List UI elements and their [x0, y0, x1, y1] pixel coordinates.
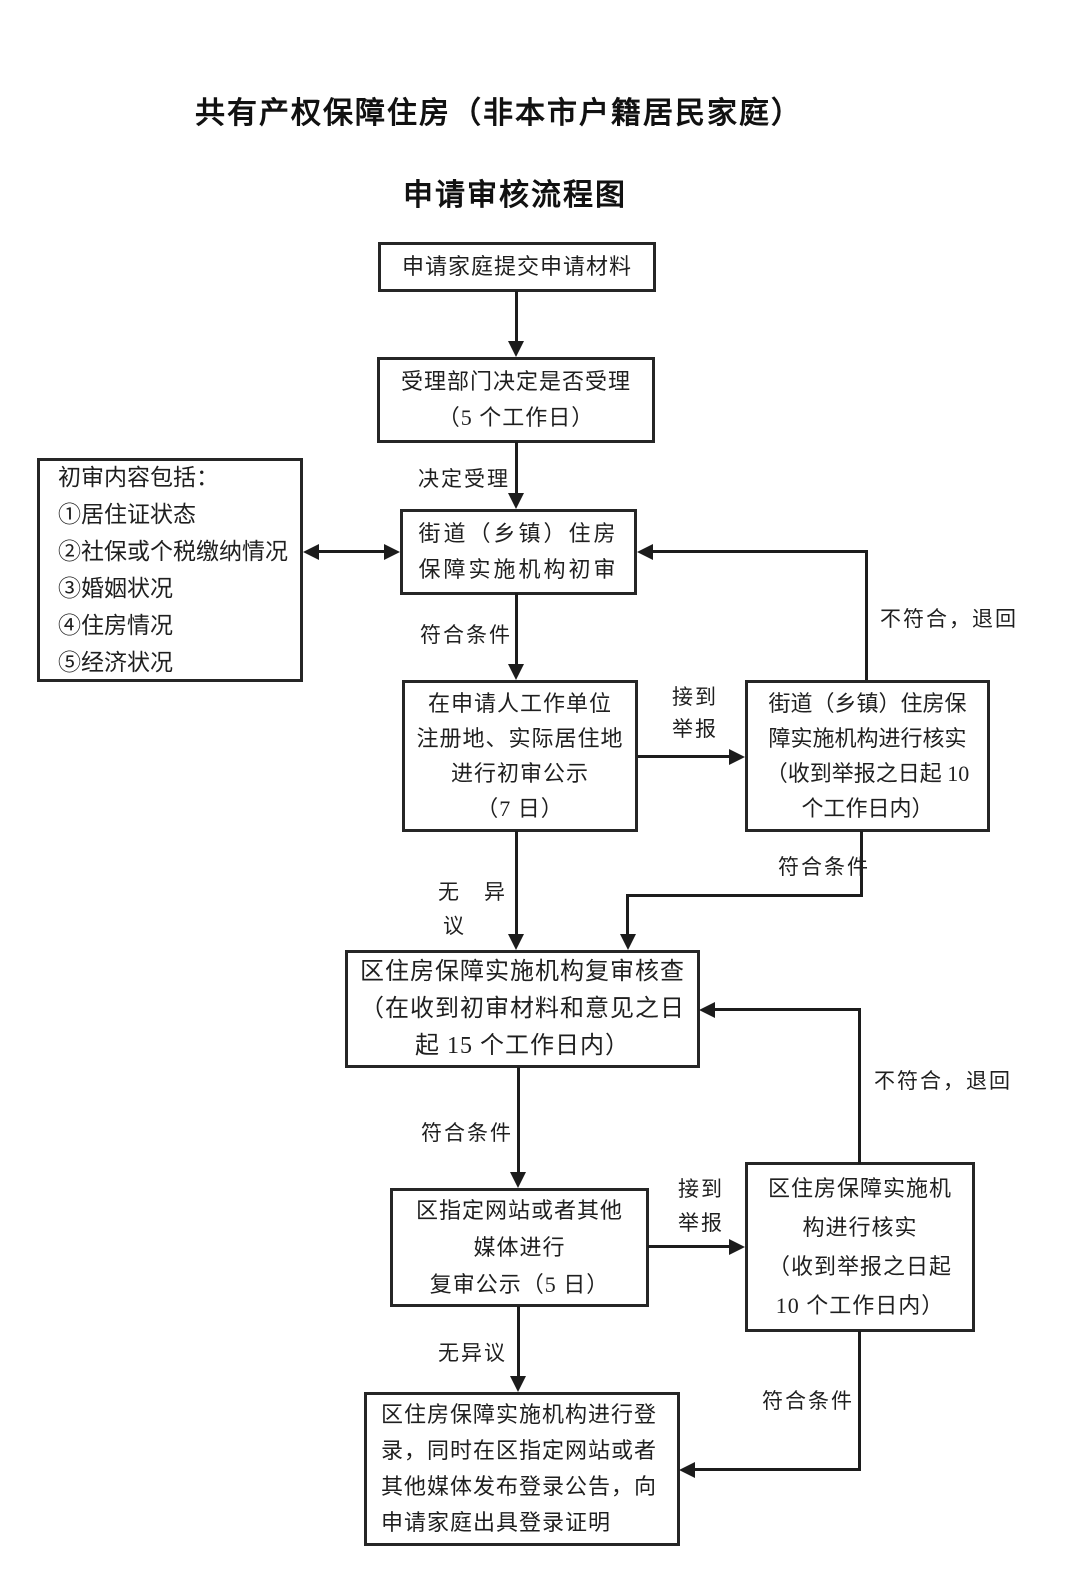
node-text-line: 其他媒体发布登录公告，向 — [381, 1474, 658, 1499]
edge-label-meet-criteria-2: 符合条件 — [778, 855, 870, 879]
connector-publicity2-to-verify2 — [648, 1245, 730, 1248]
connector-verify2-horizontal — [695, 1468, 861, 1471]
node-text-line: ⑤经济状况 — [58, 650, 173, 675]
node-text-line: 障实施机构进行核实 — [768, 726, 967, 751]
connector-return1-vertical — [865, 550, 868, 680]
arrowhead-down-icon — [510, 1172, 526, 1188]
node-text-line: 区住房保障实施机构进行登 — [381, 1402, 658, 1427]
connector-verify1-down — [860, 831, 863, 897]
connector-district-to-publicity2 — [517, 1067, 520, 1174]
arrowhead-down-icon — [508, 934, 524, 950]
edge-label-receive-report-1a: 接到 — [672, 685, 718, 709]
node-submit-application: 申请家庭提交申请材料 — [378, 242, 656, 292]
node-registration: 区住房保障实施机构进行登 录，同时在区指定网站或者 其他媒体发布登录公告，向 申… — [364, 1392, 680, 1546]
connector-return2-vertical — [858, 1008, 861, 1164]
node-text-line: 区住房保障实施机构复审核查 — [360, 958, 685, 985]
arrowhead-right-icon — [729, 749, 745, 765]
node-initial-publicity: 在申请人工作单位 注册地、实际居住地 进行初审公示 （7 日） — [402, 680, 638, 832]
edge-label-receive-report-2a: 接到 — [678, 1177, 724, 1201]
arrowhead-left-icon — [303, 544, 319, 560]
node-text-line: 媒体进行 — [473, 1235, 566, 1260]
node-text-line: ④住房情况 — [58, 613, 173, 638]
node-text-line: 个工作日内） — [801, 796, 934, 821]
node-district-review: 区住房保障实施机构复审核查 （在收到初审材料和意见之日 起 15 个工作日内） — [345, 950, 700, 1068]
connector-submit-to-acceptance — [515, 291, 518, 343]
connector-verify2-down — [858, 1331, 861, 1471]
node-text-line: 街道（乡镇）住房 — [418, 521, 619, 546]
node-text-line: 街道（乡镇）住房保 — [768, 691, 967, 716]
connector-street-to-publicity — [515, 593, 518, 666]
node-district-verify: 区住房保障实施机 构进行核实 （收到举报之日起 10 个工作日内） — [745, 1162, 975, 1332]
edge-label-receive-report-1b: 举报 — [672, 717, 718, 741]
node-text-line: 在申请人工作单位 — [427, 691, 612, 716]
node-text-line: 进行初审公示 — [450, 761, 589, 786]
node-text-line: 起 15 个工作日内） — [415, 1032, 630, 1059]
node-text-line: （在收到初审材料和意见之日 — [360, 995, 685, 1022]
arrowhead-down-icon — [620, 934, 636, 950]
node-street-initial-review: 街道（乡镇）住房 保障实施机构初审 — [400, 509, 637, 595]
arrowhead-down-icon — [508, 664, 524, 680]
node-text-line: ①居住证状态 — [58, 502, 196, 527]
node-text-line: （7 日） — [476, 796, 564, 821]
node-text-line: 初审内容包括： — [58, 465, 219, 490]
node-text-line: （收到举报之日起 — [767, 1254, 952, 1279]
edge-label-not-meet-return-2: 不符合，退回 — [874, 1069, 1012, 1093]
node-review-publicity: 区指定网站或者其他 媒体进行 复审公示（5 日） — [390, 1188, 649, 1307]
arrowhead-down-icon — [510, 1376, 526, 1392]
arrowhead-down-icon — [508, 341, 524, 357]
node-text-line: （5 个工作日） — [437, 405, 595, 430]
edge-label-decide-accept: 决定受理 — [418, 467, 510, 491]
node-text-line: 录，同时在区指定网站或者 — [381, 1438, 658, 1463]
node-text-line: 区住房保障实施机 — [767, 1176, 952, 1201]
page-title: 共有产权保障住房（非本市户籍居民家庭） — [195, 97, 803, 130]
node-street-verify: 街道（乡镇）住房保 障实施机构进行核实 （收到举报之日起 10 个工作日内） — [745, 680, 990, 832]
connector-publicity-to-verify — [638, 755, 730, 758]
connector-publicity-to-district — [515, 831, 518, 936]
edge-label-receive-report-2b: 举报 — [678, 1211, 724, 1235]
connector-verify1-horizontal — [626, 894, 863, 897]
arrowhead-left-icon — [699, 1002, 715, 1018]
connector-verify1-into-district — [626, 894, 629, 936]
edge-label-meet-criteria-1: 符合条件 — [420, 623, 512, 647]
arrowhead-right-icon — [729, 1239, 745, 1255]
node-text-line: 10 个工作日内） — [775, 1293, 945, 1318]
connector-publicity2-to-registration — [517, 1306, 520, 1378]
connector-return2-horizontal — [715, 1008, 861, 1011]
edge-label-meet-criteria-4: 符合条件 — [762, 1389, 854, 1413]
edge-label-meet-criteria-3: 符合条件 — [421, 1121, 513, 1145]
connector-return1-horizontal — [652, 550, 868, 553]
node-initial-review-content: 初审内容包括： ①居住证状态 ②社保或个税缴纳情况 ③婚姻状况 ④住房情况 ⑤经… — [37, 458, 303, 682]
node-text-line: ③婚姻状况 — [58, 576, 173, 601]
node-text-line: 注册地、实际居住地 — [416, 726, 624, 751]
page-subtitle: 申请审核流程图 — [403, 179, 627, 212]
edge-label-no-objection-1b: 议 — [443, 914, 466, 938]
node-text-line: ②社保或个税缴纳情况 — [58, 539, 288, 564]
node-acceptance-decision: 受理部门决定是否受理 （5 个工作日） — [377, 357, 655, 443]
node-text-line: 复审公示（5 日） — [429, 1272, 610, 1297]
edge-label-no-objection-2: 无异议 — [438, 1341, 507, 1365]
node-text-line: （收到举报之日起 10 — [765, 761, 970, 786]
edge-label-not-meet-return-1: 不符合，退回 — [880, 607, 1018, 631]
node-text-line: 申请家庭提交申请材料 — [401, 254, 632, 279]
arrowhead-right-icon — [384, 544, 400, 560]
node-text-line: 构进行核实 — [802, 1215, 918, 1240]
arrowhead-left-icon — [679, 1462, 695, 1478]
connector-content-street-doublearrow — [318, 550, 386, 553]
node-text-line: 保障实施机构初审 — [418, 557, 619, 582]
node-text-line: 受理部门决定是否受理 — [400, 369, 631, 394]
edge-label-no-objection-1a: 无 异 — [438, 880, 507, 904]
arrowhead-down-icon — [508, 493, 524, 509]
node-text-line: 申请家庭出具登录证明 — [381, 1510, 612, 1535]
arrowhead-left-icon — [637, 544, 653, 560]
connector-acceptance-to-street — [515, 442, 518, 495]
node-text-line: 区指定网站或者其他 — [415, 1198, 623, 1223]
